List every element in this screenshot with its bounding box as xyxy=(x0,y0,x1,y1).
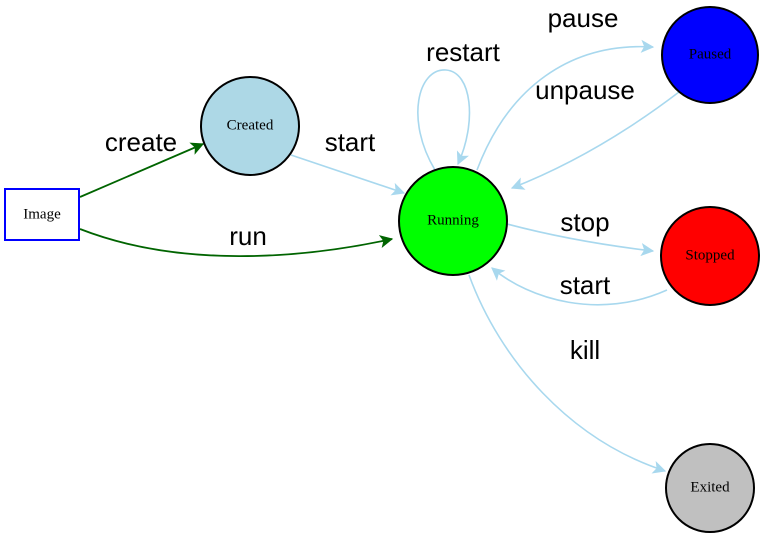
edge-start-created: start xyxy=(290,127,406,196)
node-created[interactable]: Created xyxy=(200,76,300,176)
edge-kill: kill xyxy=(468,274,667,474)
edge-restart: restart xyxy=(417,37,501,171)
edge-pause-path xyxy=(476,39,655,171)
node-running[interactable]: Running xyxy=(398,166,508,276)
node-image[interactable]: Image xyxy=(4,188,80,241)
node-created-label: Created xyxy=(227,117,274,133)
node-paused-label: Paused xyxy=(689,46,732,62)
edge-restart-path xyxy=(417,69,471,171)
node-stopped[interactable]: Stopped xyxy=(660,206,760,306)
edge-label-run: run xyxy=(229,221,267,251)
node-paused[interactable]: Paused xyxy=(661,6,759,104)
edge-label-pause: pause xyxy=(548,3,619,33)
edge-unpause: unpause xyxy=(510,75,680,190)
node-created-shape xyxy=(200,76,300,176)
edge-kill-path xyxy=(468,274,667,474)
node-exited-shape xyxy=(665,443,755,533)
edge-start-stopped: start xyxy=(491,267,668,306)
node-stopped-label: Stopped xyxy=(685,247,735,263)
edge-label-start-stopped: start xyxy=(560,270,611,300)
edge-label-create: create xyxy=(105,127,177,157)
edge-label-restart: restart xyxy=(426,37,500,67)
node-image-label: Image xyxy=(23,206,61,222)
node-stopped-shape xyxy=(660,206,760,306)
edge-create-path xyxy=(79,142,205,198)
node-exited-label: Exited xyxy=(690,479,730,495)
edge-label-stop: stop xyxy=(560,207,609,237)
edge-stop: stop xyxy=(506,207,655,257)
edge-start-stopped-path xyxy=(491,267,668,306)
edge-create: create xyxy=(79,127,205,198)
edge-run: run xyxy=(79,221,394,258)
node-exited[interactable]: Exited xyxy=(665,443,755,533)
edge-run-path xyxy=(79,228,394,258)
node-running-shape xyxy=(398,166,508,276)
edge-stop-path xyxy=(506,223,655,257)
edge-pause: pause xyxy=(476,3,655,171)
edge-label-kill: kill xyxy=(570,335,600,365)
edge-unpause-path xyxy=(510,91,680,190)
edge-label-start-created: start xyxy=(325,127,376,157)
node-paused-shape xyxy=(661,6,759,104)
node-image-shape xyxy=(4,188,80,241)
node-running-label: Running xyxy=(427,212,479,228)
edge-label-unpause: unpause xyxy=(535,75,635,105)
edge-start-created-path xyxy=(290,154,406,196)
